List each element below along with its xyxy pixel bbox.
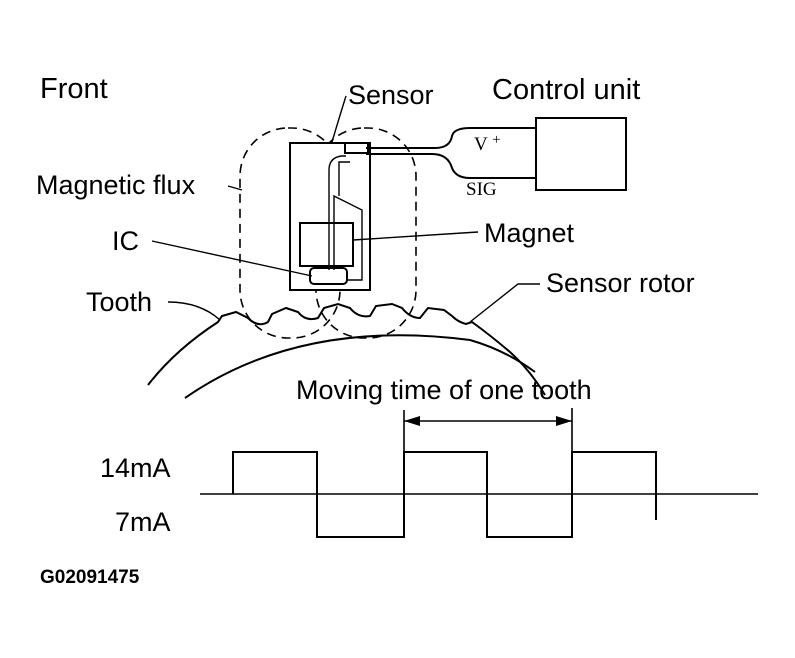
magnetic-flux-loop-right xyxy=(315,127,417,339)
control-unit-box xyxy=(535,117,627,191)
sensor-connector xyxy=(344,142,369,154)
moving-time-label: Moving time of one tooth xyxy=(296,375,592,405)
sensor-label: Sensor xyxy=(348,80,434,110)
ic-leader xyxy=(151,240,313,277)
control-unit-label: Control unit xyxy=(492,74,641,106)
magnetic-flux-label: Magnetic flux xyxy=(36,170,196,200)
v-plus-superscript: + xyxy=(492,132,501,148)
internal-wire-1 xyxy=(328,155,346,270)
tooth-label: Tooth xyxy=(86,287,153,317)
front-label: Front xyxy=(40,73,108,105)
tooth-leader xyxy=(167,301,221,321)
dimension-arrow-right xyxy=(556,416,572,426)
magnet-label: Magnet xyxy=(484,218,575,248)
cable-sig xyxy=(366,153,536,179)
magnet-block xyxy=(299,222,354,267)
sig-label: SIG xyxy=(466,179,497,200)
current-waveform xyxy=(232,451,657,538)
internal-wire-2 xyxy=(333,194,363,281)
ic-label: IC xyxy=(112,226,139,256)
v-plus-text: V xyxy=(474,134,488,155)
sensor-leader xyxy=(331,95,347,143)
high-current-label: 14mA xyxy=(100,453,171,483)
sensor-rotor-leader xyxy=(469,283,540,323)
ic-chip xyxy=(309,267,348,285)
internal-wire-3 xyxy=(338,161,350,196)
magnet-leader xyxy=(352,231,479,241)
v-plus-label: V + xyxy=(474,132,501,155)
magnetic-flux-leader xyxy=(227,185,243,191)
cable-v-plus xyxy=(366,127,536,149)
figure-code: G02091475 xyxy=(40,567,140,588)
low-current-label: 7mA xyxy=(115,507,171,537)
rotor-inner-arc xyxy=(184,334,536,399)
dimension-arrow-left xyxy=(404,416,420,426)
sensor-rotor-label: Sensor rotor xyxy=(546,268,695,298)
